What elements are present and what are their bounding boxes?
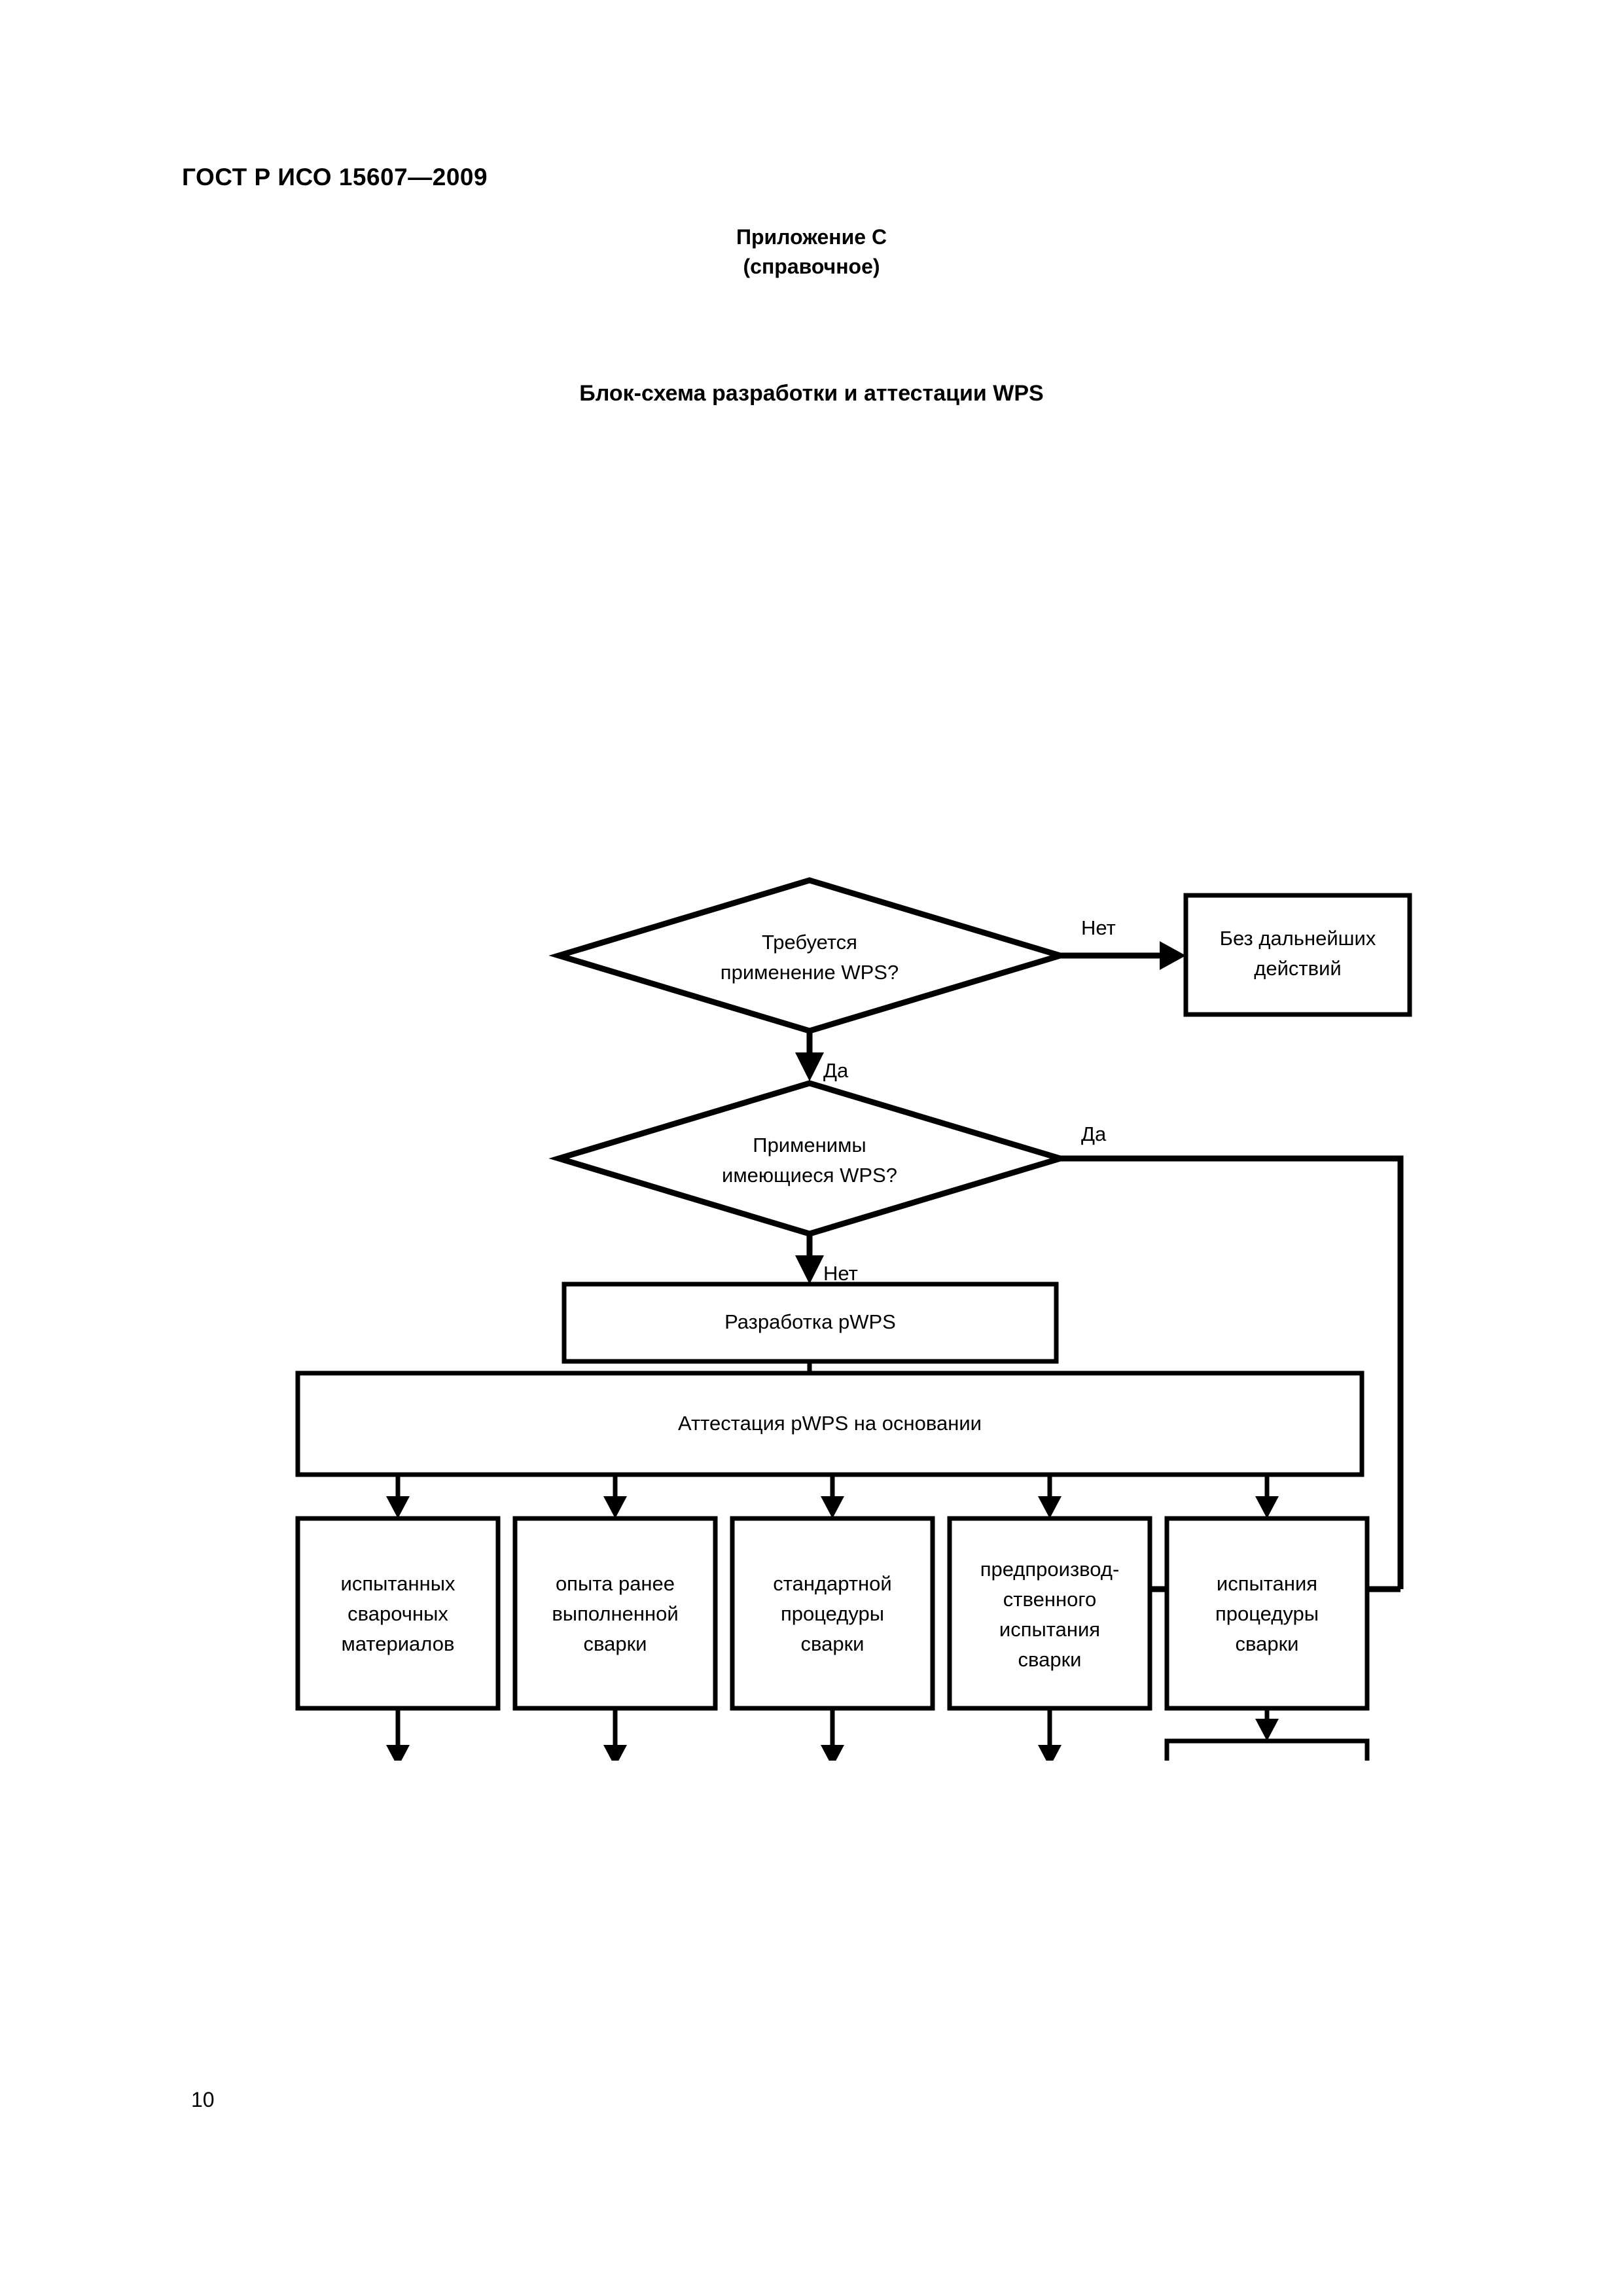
box-shape-develop-pwps (562, 1282, 1059, 1364)
annex-heading: Приложение С (справочное) (0, 223, 1623, 282)
node-preproduction-test: предпроизвод- ственного испытания сварки (947, 1516, 1152, 1711)
node-develop-pwps: Разработка pWPS (562, 1282, 1059, 1364)
page-number: 10 (191, 2088, 215, 2111)
node-no-further-action-line2: действий (1254, 957, 1341, 980)
node-existing-wps-line1: Применимы (753, 1134, 866, 1157)
node-existing-wps-line2: имеющиеся WPS? (722, 1164, 897, 1187)
arrowhead-attest-b2 (603, 1496, 627, 1518)
arrowhead-b5-part (1255, 1719, 1279, 1741)
arrowhead-attest-b3 (821, 1496, 844, 1518)
node-requires-wps-line1: Требуется (762, 931, 857, 954)
figure-title: Блок-схема разработки и аттестации WPS (579, 381, 1044, 406)
arrowhead-attest-b5 (1255, 1496, 1279, 1518)
node-previous-experience-line1: опыта ранее (556, 1572, 675, 1595)
arrowhead-d1-yes (795, 1052, 824, 1081)
node-preproduction-test-line2: ственного (1003, 1588, 1096, 1611)
node-requires-wps-line2: применение WPS? (721, 961, 899, 984)
node-standard-procedure: стандартной процедуры сварки (730, 1516, 935, 1711)
arrowhead-d2-no (795, 1255, 824, 1284)
arrowhead-b2-eniso (603, 1745, 627, 1761)
box-shape-attest-pwps (295, 1371, 1364, 1477)
diamond-shape-existing-wps (548, 1080, 1071, 1237)
node-standard-procedure-line2: процедуры (781, 1602, 884, 1625)
box-shape-tested-consumables (295, 1516, 501, 1711)
box-shape-standard-procedure (730, 1516, 935, 1711)
arrowhead-b1-eniso (386, 1745, 410, 1761)
node-preproduction-test-line4: сварки (1018, 1648, 1082, 1671)
box-shape-no-further-action (1183, 893, 1412, 1017)
node-preproduction-test-line1: предпроизвод- (980, 1558, 1120, 1581)
annex-subtitle: (справочное) (743, 255, 880, 279)
running-head: ГОСТ Р ИСО 15607—2009 (182, 164, 488, 190)
annex-title: Приложение С (736, 225, 887, 249)
node-previous-experience-line3: сварки (584, 1632, 647, 1655)
node-tested-consumables-line1: испытанных (341, 1572, 455, 1595)
node-previous-experience-line2: выполненной (552, 1602, 678, 1625)
arrowhead-attest-b4 (1038, 1496, 1061, 1518)
node-no-further-action-line1: Без дальнейших (1220, 927, 1376, 950)
node-tested-consumables-line2: сварочных (348, 1602, 448, 1625)
edge-label-d1-yes: Да (823, 1059, 849, 1082)
node-procedure-test-line2: процедуры (1215, 1602, 1319, 1625)
node-attest-pwps-label: Аттестация pWPS на основании (678, 1412, 982, 1435)
flowchart: Требуется применение WPS? Без дальнейших… (0, 458, 1623, 1761)
node-preproduction-test-line3: испытания (999, 1618, 1100, 1641)
diamond-shape-requires-wps (548, 877, 1071, 1034)
edge-label-d2-yes: Да (1081, 1122, 1107, 1145)
node-previous-experience: опыта ранее выполненной сварки (512, 1516, 718, 1711)
node-tested-consumables-line3: материалов (342, 1632, 455, 1655)
edge-label-d2-no: Нет (823, 1262, 858, 1285)
node-develop-pwps-label: Разработка pWPS (724, 1310, 896, 1333)
box-shape-applied-part (1164, 1738, 1370, 1761)
arrowhead-b4-eniso (1038, 1745, 1061, 1761)
node-no-further-action: Без дальнейших действий (1183, 893, 1412, 1017)
edge-label-d1-no: Нет (1081, 916, 1116, 939)
node-existing-wps-applicable: Применимы имеющиеся WPS? (548, 1080, 1071, 1237)
node-applied-part: Применяемая часть ЕН 15614, ЕН ИСО 14555… (1164, 1738, 1370, 1761)
node-attest-pwps: Аттестация pWPS на основании (295, 1371, 1364, 1477)
node-requires-wps: Требуется применение WPS? (548, 877, 1071, 1034)
node-standard-procedure-line1: стандартной (773, 1572, 891, 1595)
node-standard-procedure-line3: сварки (801, 1632, 865, 1655)
node-tested-consumables: испытанных сварочных материалов (295, 1516, 501, 1711)
box-shape-preproduction-test (947, 1516, 1152, 1711)
node-procedure-test: испытания процедуры сварки (1164, 1516, 1370, 1711)
box-shape-procedure-test (1164, 1516, 1370, 1711)
box-shape-previous-experience (512, 1516, 718, 1711)
edge-d2-yes (1060, 1155, 1404, 1589)
arrowhead-b3-eniso (821, 1745, 844, 1761)
node-procedure-test-line3: сварки (1236, 1632, 1299, 1655)
arrowhead-attest-b1 (386, 1496, 410, 1518)
node-procedure-test-line1: испытания (1217, 1572, 1317, 1595)
arrowhead-d1-no (1160, 941, 1186, 970)
